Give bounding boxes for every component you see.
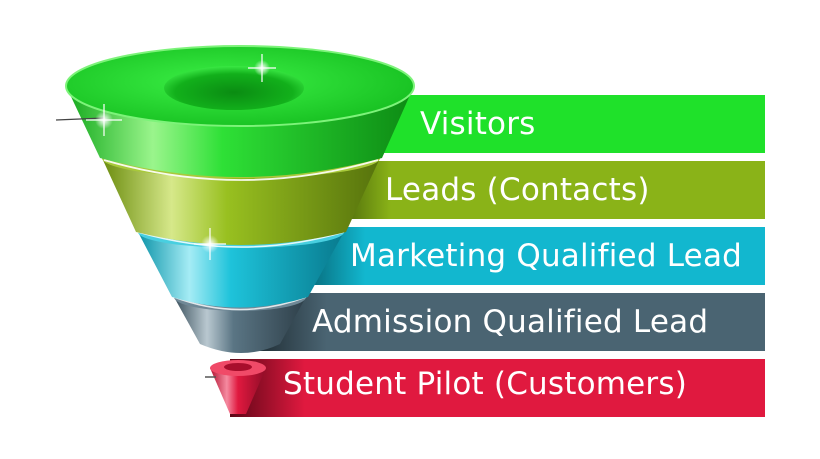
- sparkle-icon: [248, 54, 276, 82]
- stage-label-aql: Admission Qualified Lead: [312, 304, 709, 340]
- band-mql: [300, 227, 765, 285]
- stage-label-leads: Leads (Contacts): [385, 172, 650, 208]
- funnel-segments: [55, 45, 415, 414]
- funnel-top-opening: [164, 66, 304, 110]
- funnel-segment-visitors: [55, 45, 415, 177]
- stage-label-visitors: Visitors: [420, 106, 536, 142]
- sparkle-highlights: [86, 54, 276, 260]
- label-bands: [230, 95, 765, 417]
- band-customers: [230, 359, 765, 417]
- band-aql: [255, 293, 765, 351]
- stage-label-mql: Marketing Qualified Lead: [350, 238, 743, 274]
- sparkle-icon: [194, 228, 226, 260]
- stage-label-customers: Student Pilot (Customers): [283, 366, 688, 402]
- sparkle-icon: [86, 104, 122, 136]
- funnel-segment-customers: [205, 360, 266, 414]
- band-leads: [330, 161, 765, 219]
